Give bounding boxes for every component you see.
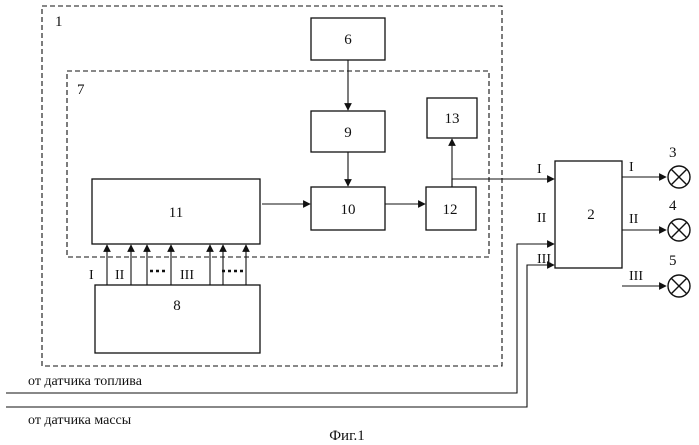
block2-input-i-label: I <box>537 162 542 177</box>
block-2-label: 2 <box>587 207 595 223</box>
block-9-label: 9 <box>344 125 352 141</box>
block2-output-iii-label: III <box>629 269 643 284</box>
outer-block-label: 1 <box>55 14 63 30</box>
block-13-label: 13 <box>445 111 460 127</box>
lamp-3-label: 3 <box>669 145 677 161</box>
block-8 <box>95 285 260 353</box>
bus-label-i: I <box>89 268 94 283</box>
arrow-12-to-2-i <box>452 179 554 187</box>
lamp-4-icon <box>668 219 690 241</box>
block-11-label: 11 <box>169 205 183 221</box>
bus-label-iii: III <box>180 268 194 283</box>
fuel-sensor-label: от датчика топлива <box>28 374 143 389</box>
block2-output-i-label: I <box>629 160 634 175</box>
block-8-label: 8 <box>173 298 181 314</box>
inner-block-label: 7 <box>77 82 85 98</box>
lamp-5-icon <box>668 275 690 297</box>
bus-label-ii: II <box>115 268 125 283</box>
mass-sensor-label: от датчика массы <box>28 413 132 428</box>
lamp-5-label: 5 <box>669 253 677 269</box>
block2-output-ii-label: II <box>629 212 639 227</box>
lamp-3-icon <box>668 166 690 188</box>
block2-input-ii-label: II <box>537 211 547 226</box>
lamp-4-label: 4 <box>669 198 677 214</box>
figure-caption: Фиг.1 <box>329 428 365 444</box>
block-6-label: 6 <box>344 32 352 48</box>
block-10-label: 10 <box>341 202 356 218</box>
fuel-sensor-line <box>6 244 554 393</box>
block-12-label: 12 <box>443 202 458 218</box>
block2-input-iii-label: III <box>537 252 551 267</box>
